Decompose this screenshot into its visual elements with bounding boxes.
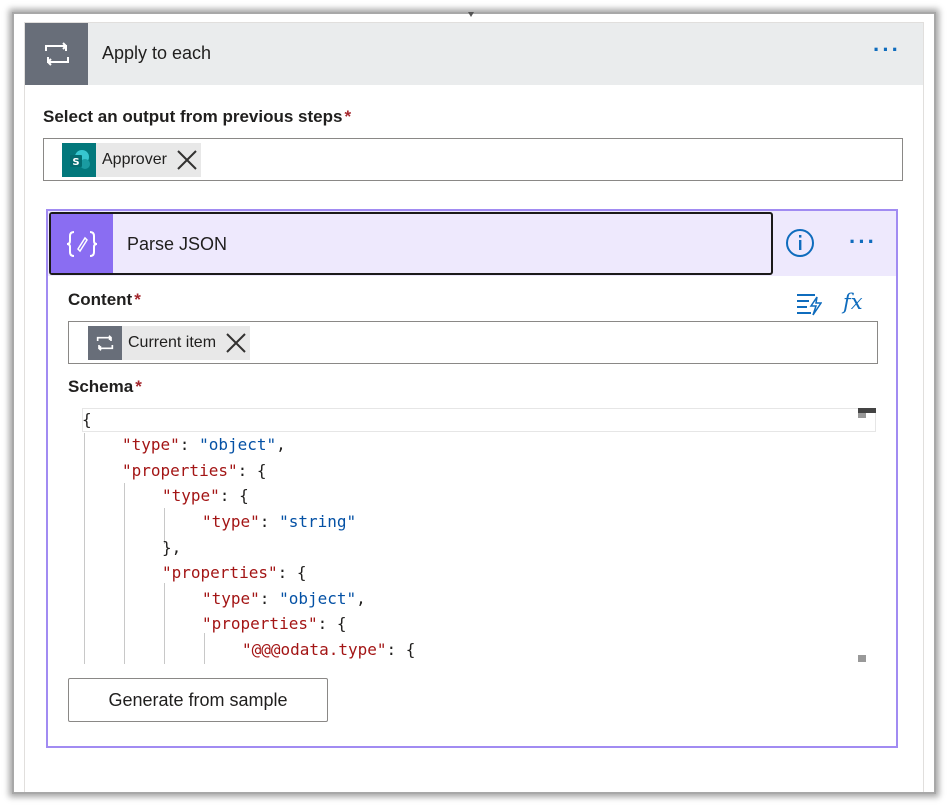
remove-token-close-icon[interactable] bbox=[173, 146, 201, 174]
code-punct: : bbox=[179, 435, 200, 454]
code-punct: : bbox=[259, 589, 280, 608]
indent-guide bbox=[124, 483, 125, 664]
code-key: "@@@odata.type" bbox=[242, 640, 387, 659]
generate-from-sample-button[interactable]: Generate from sample bbox=[68, 678, 328, 722]
scrollbar-down-arrow[interactable] bbox=[858, 655, 866, 662]
code-punct: { bbox=[296, 563, 307, 582]
apply-to-each-more-button[interactable]: ··· bbox=[873, 37, 901, 62]
content-label-text: Content bbox=[68, 290, 133, 309]
schema-label-text: Schema bbox=[68, 377, 134, 396]
code-punct: : bbox=[237, 461, 257, 480]
code-punct: : bbox=[317, 614, 337, 633]
loop-icon bbox=[88, 326, 122, 360]
code-line: "@@@odata.type": { bbox=[242, 637, 415, 662]
code-punct: { bbox=[256, 461, 267, 480]
apply-to-each-header[interactable]: Apply to each ··· bbox=[25, 23, 923, 85]
scrollbar-thumb[interactable] bbox=[858, 408, 876, 413]
code-line: "properties": { bbox=[162, 560, 307, 585]
indent-guide bbox=[164, 583, 165, 664]
approver-token-label: Approver bbox=[102, 151, 167, 168]
indent-guide bbox=[204, 633, 205, 664]
code-key: "type" bbox=[162, 486, 220, 505]
apply-to-each-title: Apply to each bbox=[102, 43, 212, 63]
expression-button[interactable]: fx bbox=[843, 290, 863, 314]
code-punct: : bbox=[386, 640, 406, 659]
code-value: "object" bbox=[279, 589, 357, 608]
select-output-label: Select an output from previous steps* bbox=[43, 107, 351, 127]
code-line: "type": "object", bbox=[122, 432, 286, 457]
code-punct: , bbox=[276, 435, 286, 454]
required-mark: * bbox=[344, 107, 352, 126]
code-key: "type" bbox=[202, 512, 260, 531]
code-value: "object" bbox=[199, 435, 277, 454]
required-mark: * bbox=[135, 377, 142, 396]
code-punct: : bbox=[219, 486, 240, 505]
code-punct: }, bbox=[162, 538, 182, 557]
code-punct: { bbox=[239, 486, 249, 505]
code-line: { bbox=[82, 407, 92, 432]
scrollbar-up-arrow[interactable] bbox=[858, 413, 866, 418]
current-item-token[interactable]: Current item bbox=[88, 326, 251, 360]
schema-label: Schema* bbox=[68, 377, 142, 397]
select-output-label-text: Select an output from previous steps bbox=[43, 107, 343, 126]
code-key: "properties" bbox=[162, 563, 278, 582]
code-punct: : bbox=[259, 512, 280, 531]
braces-icon bbox=[51, 214, 113, 273]
current-line-highlight bbox=[82, 408, 876, 432]
code-punct: : bbox=[277, 563, 297, 582]
code-punct: , bbox=[356, 589, 366, 608]
info-icon[interactable] bbox=[785, 228, 815, 263]
code-key: "type" bbox=[202, 589, 260, 608]
loop-icon bbox=[25, 23, 88, 85]
schema-editor[interactable]: { "type": "object", "properties": { "typ… bbox=[68, 406, 878, 664]
code-line: "type": { bbox=[162, 483, 249, 508]
sharepoint-icon: S bbox=[62, 143, 96, 177]
indent-guide bbox=[164, 508, 165, 544]
parse-json-more-button[interactable]: ··· bbox=[849, 229, 877, 254]
svg-text:S: S bbox=[72, 157, 79, 168]
content-field[interactable]: Current item bbox=[68, 321, 878, 364]
dynamic-content-icon[interactable] bbox=[796, 292, 823, 321]
code-line: "type": "object", bbox=[202, 586, 366, 611]
parse-json-header[interactable]: Parse JSON bbox=[49, 212, 773, 275]
current-item-token-label: Current item bbox=[128, 334, 217, 351]
code-punct: { bbox=[405, 640, 416, 659]
code-key: "type" bbox=[122, 435, 180, 454]
code-value: "string" bbox=[279, 512, 357, 531]
indent-guide bbox=[84, 433, 85, 664]
content-label: Content* bbox=[68, 290, 141, 310]
code-line: "properties": { bbox=[202, 611, 347, 636]
code-line: }, bbox=[162, 535, 181, 560]
required-mark: * bbox=[134, 290, 141, 309]
approver-token[interactable]: S Approver bbox=[62, 143, 201, 177]
select-output-field[interactable]: S Approver bbox=[43, 138, 903, 181]
code-key: "properties" bbox=[202, 614, 318, 633]
code-punct: { bbox=[336, 614, 347, 633]
code-punct: { bbox=[82, 410, 92, 429]
code-line: "properties": { bbox=[122, 458, 267, 483]
parse-json-title: Parse JSON bbox=[127, 234, 228, 254]
remove-token-close-icon[interactable] bbox=[222, 329, 250, 357]
code-line: "type": "string" bbox=[202, 509, 356, 534]
connector-arrow bbox=[468, 12, 474, 17]
code-key: "properties" bbox=[122, 461, 238, 480]
